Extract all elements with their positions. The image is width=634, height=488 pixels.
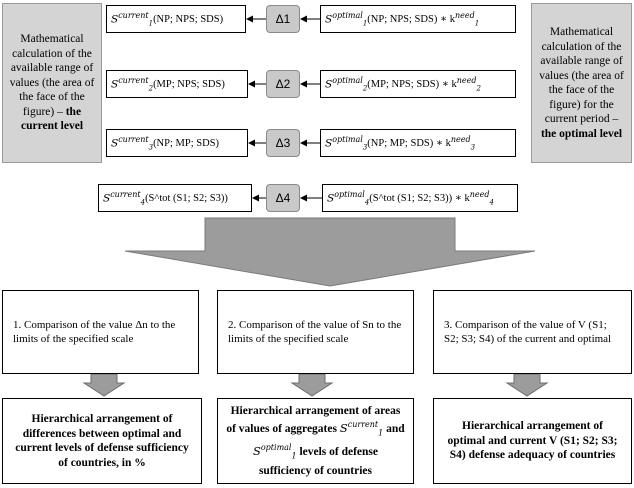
need-coefficient: need1 bbox=[454, 10, 480, 28]
result-text-2-and: and bbox=[386, 423, 405, 436]
result-symbol-current: Scurrent1 bbox=[339, 420, 384, 438]
result-box-1: Hierarchical arrangement of differences … bbox=[2, 398, 202, 484]
delta-box-4: Δ4 bbox=[266, 184, 300, 212]
optimal-args: (NP; NPS; SDS) ∗ k bbox=[367, 14, 455, 25]
step-box-3: 3. Comparison of the value of V (S1; S2;… bbox=[433, 290, 632, 374]
right-panel: Mathematical calculation of the availabl… bbox=[531, 3, 632, 163]
small-arrow-1 bbox=[82, 373, 126, 397]
current-symbol: Scurrent2 bbox=[111, 75, 154, 93]
optimal-symbol: Soptimal3 bbox=[325, 134, 368, 152]
need-coefficient: need3 bbox=[450, 134, 476, 152]
delta-box-2: Δ2 bbox=[266, 70, 300, 98]
small-arrow-3 bbox=[505, 373, 549, 397]
optimal-args: (NP; MP; SDS) ∗ k bbox=[367, 138, 451, 149]
delta-box-1: Δ1 bbox=[266, 5, 300, 33]
current-symbol: Scurrent4 bbox=[103, 189, 146, 207]
right-panel-bold: the optimal level bbox=[540, 127, 623, 140]
current-args: (NP; MP; SDS) bbox=[153, 137, 220, 149]
step-text-3: 3. Comparison of the value of V (S1; S2;… bbox=[444, 319, 612, 345]
left-panel-text: Mathematical calculation of the availabl… bbox=[9, 33, 95, 118]
current-symbol: Scurrent3 bbox=[111, 134, 154, 152]
current-formula-2: Scurrent2(MP; NPS; SDS) bbox=[106, 70, 248, 98]
result-text-3: Hierarchical arrangement of optimal and … bbox=[447, 420, 618, 462]
delta-box-3: Δ3 bbox=[266, 129, 300, 157]
result-box-3: Hierarchical arrangement of optimal and … bbox=[433, 398, 632, 484]
left-panel-bold: the current level bbox=[20, 105, 84, 133]
need-coefficient: need4 bbox=[469, 189, 494, 207]
optimal-args: (MP; NPS; SDS) ∗ k bbox=[367, 79, 457, 90]
left-panel: Mathematical calculation of the availabl… bbox=[2, 3, 102, 163]
current-symbol: Scurrent1 bbox=[111, 10, 154, 28]
small-arrow-2 bbox=[290, 373, 334, 397]
optimal-symbol: Soptimal2 bbox=[325, 75, 368, 93]
result-text-2-tail: levels of defense sufficiency of countri… bbox=[258, 445, 379, 477]
optimal-symbol: Soptimal4 bbox=[327, 189, 370, 207]
step-box-1: 1. Comparison of the value Δn to the lim… bbox=[2, 290, 199, 374]
result-box-2: Hierarchical arrangement of areas of val… bbox=[217, 398, 414, 484]
result-text-1: Hierarchical arrangement of differences … bbox=[15, 413, 189, 469]
current-args: (NP; NPS; SDS) bbox=[153, 13, 224, 25]
big-down-arrow bbox=[124, 217, 536, 287]
step-text-1: 1. Comparison of the value Δn to the lim… bbox=[13, 319, 176, 345]
result-symbol-optimal: Soptimal1 bbox=[252, 443, 297, 461]
right-panel-text: Mathematical calculation of the availabl… bbox=[539, 26, 624, 125]
optimal-args: (S^tot (S1; S2; S3)) ∗ k bbox=[369, 193, 470, 204]
current-args: (MP; NPS; SDS) bbox=[153, 78, 225, 90]
current-formula-1: Scurrent1(NP; NPS; SDS) bbox=[106, 5, 246, 33]
current-args: (S^tot (S1; S2; S3)) bbox=[145, 192, 228, 204]
step-box-2: 2. Comparison of the value of Sn to the … bbox=[217, 290, 414, 374]
result-text-2-line1: Hierarchical arrangement of areas of val… bbox=[226, 404, 401, 436]
current-formula-4: Scurrent4(S^tot (S1; S2; S3)) bbox=[98, 184, 252, 212]
optimal-symbol: Soptimal1 bbox=[325, 10, 368, 28]
need-coefficient: need2 bbox=[456, 75, 481, 93]
current-formula-3: Scurrent3(NP; MP; SDS) bbox=[106, 129, 248, 157]
step-text-2: 2. Comparison of the value of Sn to the … bbox=[228, 319, 402, 345]
